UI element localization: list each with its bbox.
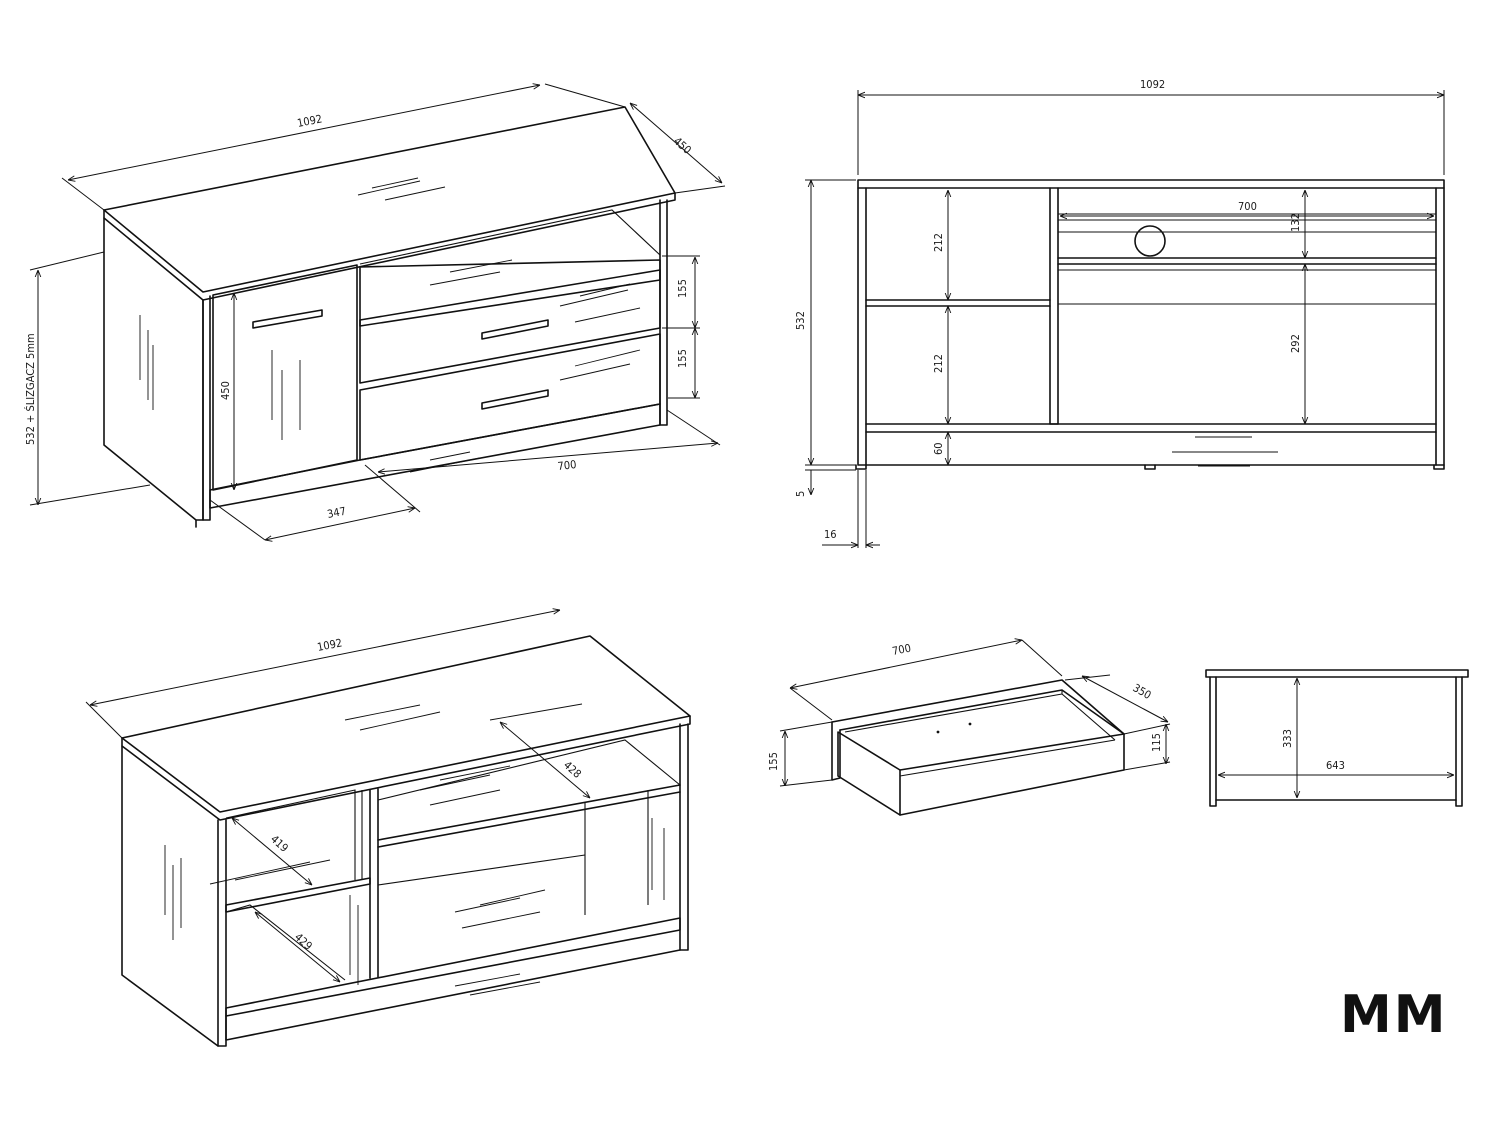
view-iso-front: 1092 450 532 + ŚLIZGACZ 5mm 450 155 155 … — [24, 84, 726, 540]
dim-right-width-label: 700 — [557, 458, 577, 473]
dim-glide-label: 5 — [794, 491, 807, 497]
dim-side-height-label: 333 — [1281, 729, 1294, 748]
view-front-elevation: 1092 532 5 16 212 212 60 700 132 292 — [794, 78, 1445, 548]
dim-height-label: 532 + ŚLIZGACZ 5mm — [24, 333, 37, 445]
dim-drawer-width-label: 700 — [891, 642, 912, 658]
dim-top-compartment-label: 132 — [1289, 213, 1302, 232]
dim-plinth-label: 60 — [932, 442, 945, 455]
dim-drawer-front-height-label: 155 — [767, 752, 780, 771]
dim-front-height-label: 532 — [794, 311, 807, 330]
dim-shelf-bottom-left-label: 212 — [932, 354, 945, 373]
dim-shelf-depth-left-bottom-label: 429 — [292, 931, 315, 953]
dim-shelf-top-left-label: 212 — [932, 233, 945, 252]
dim-inner-width-label: 700 — [1238, 200, 1257, 213]
dim-drawer-bottom-label: 155 — [676, 349, 689, 368]
dim-side-width-label: 643 — [1326, 759, 1345, 772]
dim-door-height-label: 450 — [219, 381, 232, 400]
dim-board-label: 16 — [824, 528, 837, 541]
dim-depth-label: 450 — [671, 135, 694, 157]
dim-back-width-label: 1092 — [316, 636, 343, 654]
view-iso-back: 1092 428 419 429 — [85, 610, 691, 1047]
dim-left-width-label: 347 — [326, 505, 347, 521]
dim-drawer-depth-label: 350 — [1131, 681, 1154, 702]
dim-front-width-label: 1092 — [1140, 78, 1165, 91]
dim-drawer-top-label: 155 — [676, 279, 689, 298]
brand-logo: MM — [1340, 985, 1448, 1045]
dim-width-label: 1092 — [296, 112, 323, 130]
view-drawer: 700 350 155 115 — [767, 640, 1171, 816]
dim-drawer-box-height-label: 115 — [1150, 733, 1163, 752]
view-side-section: 333 643 — [1205, 669, 1469, 807]
dim-shelf-depth-right-label: 428 — [561, 759, 584, 781]
dim-lower-compartment-label: 292 — [1289, 334, 1302, 353]
